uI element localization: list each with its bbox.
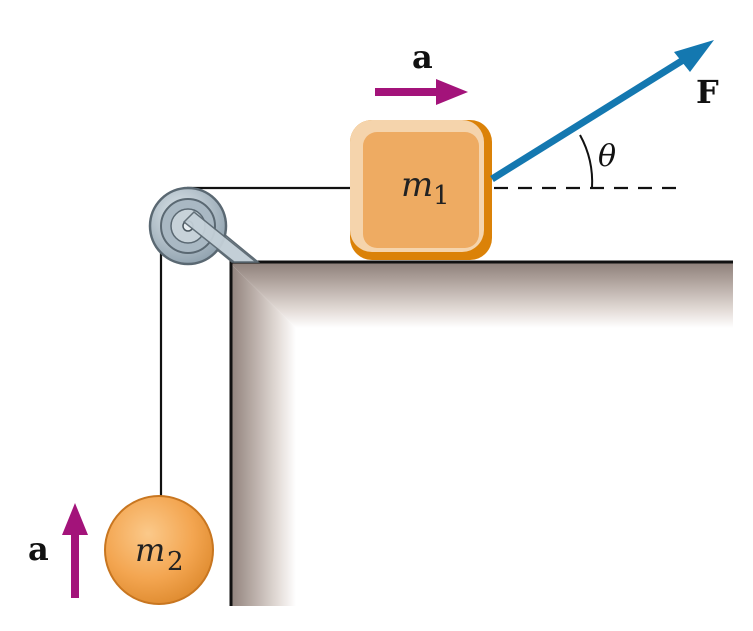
pulley-arm <box>182 210 259 263</box>
table <box>229 260 733 606</box>
block-face <box>363 132 479 248</box>
mass1-label: m <box>401 165 433 205</box>
table-face <box>296 328 733 606</box>
acceleration-label-top: a <box>412 38 433 76</box>
mass2-subscript: 2 <box>167 547 184 577</box>
angle-label: θ <box>598 139 616 174</box>
acceleration-arrow-up <box>62 503 88 598</box>
force-arrow <box>490 40 714 182</box>
force-label: F <box>696 73 719 111</box>
angle-arc <box>579 134 594 189</box>
pulley-assembly <box>148 186 261 266</box>
mass2-label: m <box>135 531 165 569</box>
ball-icon <box>104 495 214 605</box>
block-icon <box>350 120 492 260</box>
strings <box>159 186 352 496</box>
mass1-subscript: 1 <box>433 181 450 211</box>
table-side-bevel <box>230 263 296 606</box>
acceleration-arrow-right <box>375 79 468 105</box>
table-top-bevel <box>230 263 733 328</box>
acceleration-label-left: a <box>28 530 49 568</box>
